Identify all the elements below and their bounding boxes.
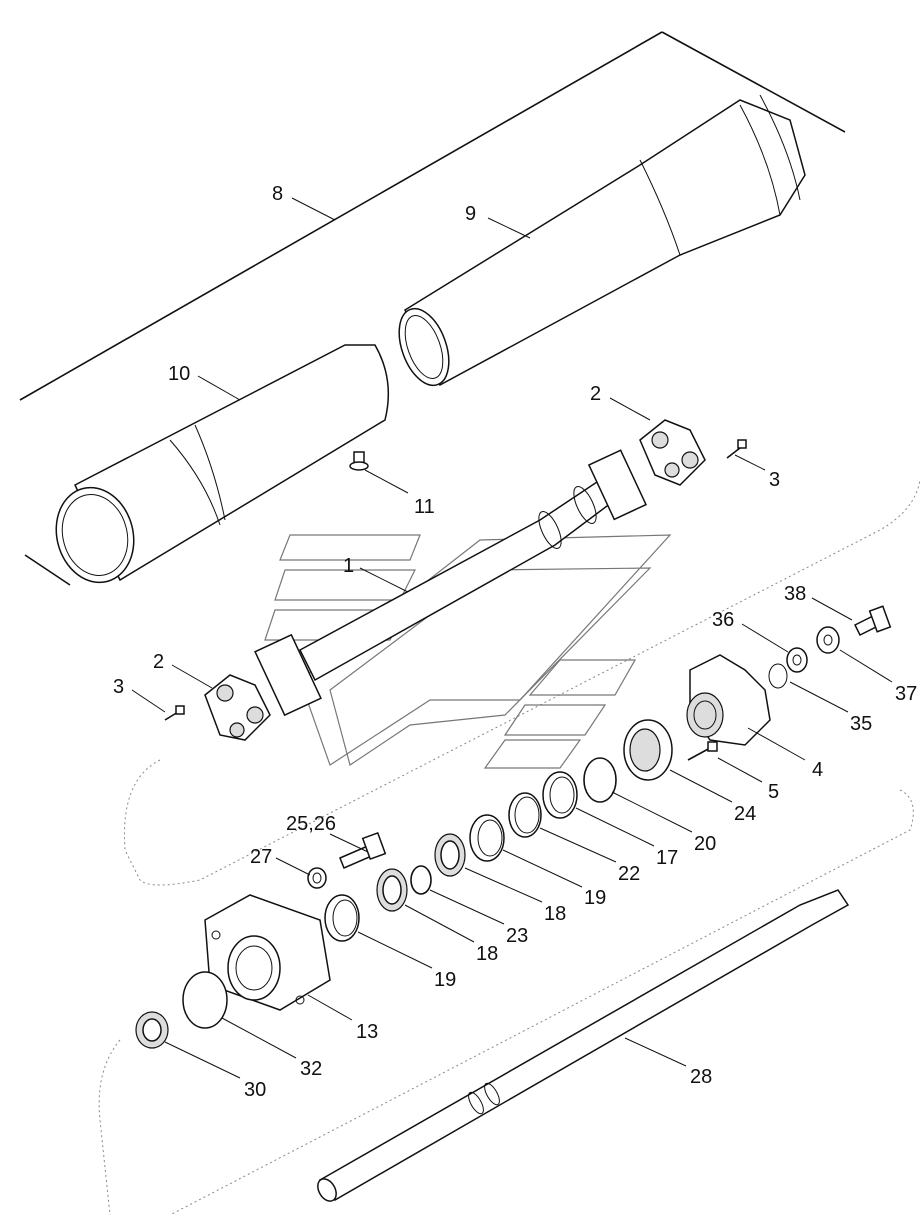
callout-35: 35 xyxy=(850,713,872,735)
callout-19-upper: 19 xyxy=(584,887,606,909)
part-20-snap-ring xyxy=(583,757,617,803)
callout-20: 20 xyxy=(694,833,716,855)
part-35-seal xyxy=(768,663,788,689)
callout-27: 27 xyxy=(250,846,272,868)
callout-18-upper: 18 xyxy=(544,903,566,925)
callout-32: 32 xyxy=(300,1058,322,1080)
part-19-bearing-cup-upper xyxy=(469,814,505,862)
leader-lines xyxy=(131,197,893,1079)
part-13-bearing-housing xyxy=(204,894,331,1011)
callout-13: 13 xyxy=(356,1021,378,1043)
part-1-drive-shaft xyxy=(254,449,647,717)
part-27-washer xyxy=(307,867,327,889)
part-23-snap-ring xyxy=(410,865,432,895)
callout-3-upper: 3 xyxy=(769,469,780,491)
callout-9: 9 xyxy=(465,203,476,225)
callout-1: 1 xyxy=(343,555,354,577)
part-4-yoke xyxy=(686,654,771,746)
callout-18-lower: 18 xyxy=(476,943,498,965)
callout-10: 10 xyxy=(168,363,190,385)
part-10-tube xyxy=(55,344,390,584)
callout-28: 28 xyxy=(690,1066,712,1088)
part-38-bolt xyxy=(853,605,892,637)
part-11-grease-fitting xyxy=(349,451,369,471)
part-19-bearing-cup-lower xyxy=(324,894,360,942)
callout-23: 23 xyxy=(506,925,528,947)
part-2-universal-joint-upper xyxy=(639,419,706,486)
group-outline-lower xyxy=(98,789,914,1216)
callout-4: 4 xyxy=(812,759,823,781)
part-9-tube xyxy=(398,94,806,387)
callout-3-lower: 3 xyxy=(113,676,124,698)
part-30-bearing xyxy=(135,1011,169,1049)
callout-38: 38 xyxy=(784,583,806,605)
part-32-seal xyxy=(182,971,228,1029)
part-3-bolt-lower xyxy=(164,705,185,721)
part-18-bearing-cone-lower xyxy=(376,868,408,912)
callout-2-lower: 2 xyxy=(153,651,164,673)
part-2-universal-joint-lower xyxy=(204,674,271,741)
callout-2-upper: 2 xyxy=(590,383,601,405)
callout-8: 8 xyxy=(272,183,283,205)
callout-24: 24 xyxy=(734,803,756,825)
part-22-ring xyxy=(508,792,542,838)
callout-22: 22 xyxy=(618,863,640,885)
callout-30: 30 xyxy=(244,1079,266,1101)
part-25-26-bolt xyxy=(339,831,387,869)
callout-36: 36 xyxy=(712,609,734,631)
part-36-washer xyxy=(786,647,808,673)
part-37-washer xyxy=(816,626,840,654)
part-3-bolt-upper xyxy=(726,439,747,459)
callout-19-lower: 19 xyxy=(434,969,456,991)
callout-17: 17 xyxy=(656,847,678,869)
part-28-axle-shaft xyxy=(317,889,850,1202)
callout-37: 37 xyxy=(895,683,917,705)
part-8-axle-housing xyxy=(19,31,846,586)
callout-11: 11 xyxy=(414,496,435,518)
callout-25-26: 25,26 xyxy=(286,813,336,835)
part-17-ring xyxy=(542,771,578,819)
part-24-seal xyxy=(623,719,673,781)
group-outline-upper xyxy=(123,479,921,886)
part-5-bolt xyxy=(687,741,718,761)
callout-5: 5 xyxy=(768,781,779,803)
part-18-bearing-cone-upper xyxy=(434,833,466,877)
